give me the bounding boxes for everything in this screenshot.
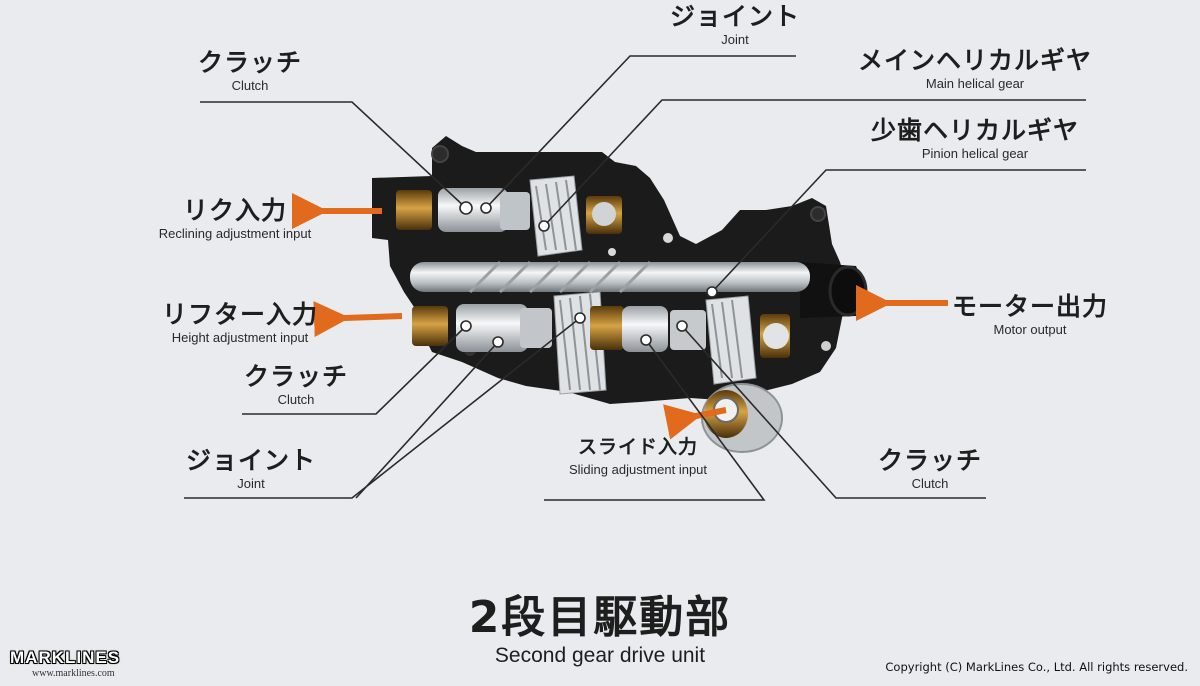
label-main-helical-gear: メインヘリカルギヤ Main helical gear	[840, 46, 1110, 92]
label-motor-output: モーター出力 Motor output	[950, 292, 1110, 338]
leader-joint-top	[485, 55, 796, 209]
title-jp: 2段目駆動部	[468, 592, 732, 643]
logo-url: www.marklines.com	[32, 668, 115, 679]
label-en: Joint	[237, 476, 265, 491]
copyright-notice: Copyright (C) MarkLines Co., Ltd. All ri…	[885, 660, 1188, 674]
leader-pinion-helical-gear	[711, 169, 1086, 293]
label-en: Clutch	[911, 476, 949, 491]
label-clutch-top-left: クラッチ Clutch	[180, 48, 320, 94]
lower-gear-train	[412, 291, 790, 395]
label-jp: ジョイント	[669, 2, 800, 31]
label-clutch-left: クラッチ Clutch	[226, 362, 366, 408]
label-jp: クラッチ	[877, 446, 982, 475]
label-clutch-right: クラッチ Clutch	[860, 446, 1000, 492]
logo-brand: MARKLINES	[10, 648, 121, 667]
leader-clutch-top-left	[200, 101, 467, 209]
upper-gear-train	[396, 175, 622, 257]
label-jp: クラッチ	[197, 48, 302, 77]
label-joint-bottom: ジョイント Joint	[166, 446, 336, 492]
label-jp: リフター入力	[161, 300, 318, 329]
leader-lines	[184, 55, 1086, 501]
leader-main-helical-gear	[543, 99, 1086, 227]
label-jp: メインヘリカルギヤ	[857, 46, 1092, 75]
label-jp: 少歯ヘリカルギヤ	[870, 116, 1079, 145]
label-en: Motor output	[993, 322, 1067, 337]
label-reclining-input: リク入力 Reclining adjustment input	[140, 196, 330, 242]
label-en: Joint	[721, 32, 749, 47]
label-en: Clutch	[277, 392, 315, 407]
label-jp: モーター出力	[951, 292, 1108, 321]
label-pinion-helical-gear: 少歯ヘリカルギヤ Pinion helical gear	[850, 116, 1100, 162]
label-en: Reclining adjustment input	[158, 226, 312, 241]
label-joint-top: ジョイント Joint	[650, 2, 820, 48]
label-en: Main helical gear	[925, 76, 1025, 91]
label-jp: クラッチ	[243, 362, 348, 391]
sliding-input-gear	[701, 383, 783, 453]
label-sliding-input: スライド入力 Sliding adjustment input	[548, 432, 728, 478]
leader-joint-bottom-b	[355, 341, 499, 499]
label-en: Sliding adjustment input	[568, 462, 708, 477]
label-jp: リク入力	[182, 196, 287, 225]
height-input-arrow	[313, 301, 403, 338]
label-jp: ジョイント	[185, 446, 316, 475]
label-jp: スライド入力	[577, 436, 698, 458]
marklines-logo: MARKLINES www.marklines.com	[10, 648, 120, 679]
leader-clutch-right	[681, 325, 986, 499]
label-height-input: リフター入力 Height adjustment input	[150, 300, 330, 346]
title-en: Second gear drive unit	[494, 644, 706, 667]
leader-clutch-left	[242, 325, 467, 415]
main-shaft	[410, 260, 810, 294]
leader-joint-bottom-a	[184, 317, 581, 499]
diagram-title: 2段目駆動部 Second gear drive unit	[400, 592, 800, 668]
label-en: Pinion helical gear	[921, 146, 1029, 161]
leader-sliding-input	[544, 339, 766, 501]
label-en: Clutch	[231, 78, 269, 93]
label-en: Height adjustment input	[171, 330, 309, 345]
